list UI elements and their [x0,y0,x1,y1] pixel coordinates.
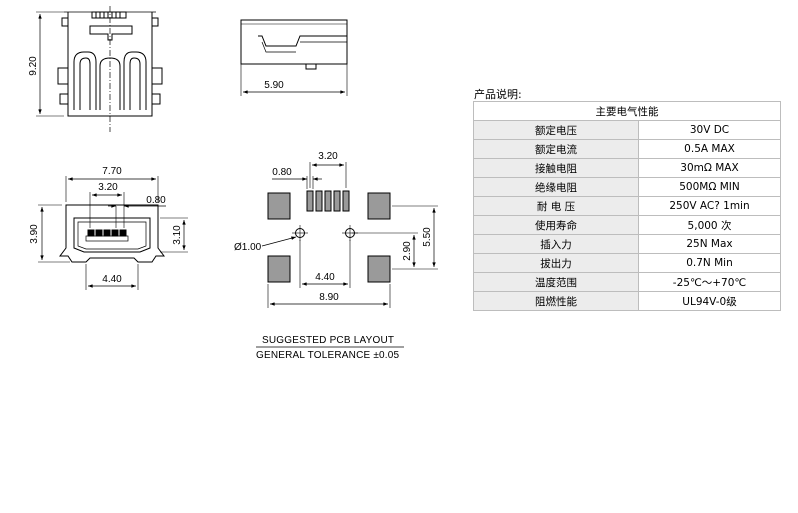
spec-value-cell: 5,000 次 [638,215,781,235]
pcb-pad-span-label: 8.90 [319,292,339,303]
pcb-hole-diameter-label: Ø1.00 [234,242,262,253]
spec-table-header-row: 主要电气性能 [473,101,781,121]
front-pin-pitch-label: 0.80 [146,195,166,206]
spec-row: 温度范围-25℃～+70℃ [473,272,781,292]
spec-title: 产品说明: [474,88,522,101]
front-foot-span-label: 4.40 [102,274,122,285]
front-view [38,176,188,290]
pcb-layout [261,162,438,308]
pcb-hole-span-label: 4.40 [315,272,335,283]
spec-value-cell: 30mΩ MAX [638,158,781,178]
front-pin-span-label: 3.20 [98,182,118,193]
spec-value-cell: 0.5A MAX [638,139,781,159]
spec-name-cell: 接触电阻 [473,158,639,178]
spec-value-cell: 500MΩ MIN [638,177,781,197]
side-view-width-label: 5.90 [264,80,284,91]
front-overall-width-label: 7.70 [102,166,122,177]
spec-name-cell: 拔出力 [473,253,639,273]
tolerance-note: GENERAL TOLERANCE ±0.05 [256,350,400,361]
spec-value-cell: -25℃～+70℃ [638,272,781,292]
spec-name-cell: 耐 电 压 [473,196,639,216]
pcb-layout-note: SUGGESTED PCB LAYOUT [262,335,394,346]
top-view [36,6,163,132]
spec-name-cell: 温度范围 [473,272,639,292]
pcb-row-gap-label: 2.90 [402,241,413,261]
spec-table-header: 主要电气性能 [473,101,781,121]
spec-name-cell: 插入力 [473,234,639,254]
spec-name-cell: 额定电压 [473,120,639,140]
spec-name-cell: 额定电流 [473,139,639,159]
front-opening-height-label: 3.10 [172,225,183,245]
front-body-height-label: 3.90 [29,224,40,244]
spec-value-cell: 25N Max [638,234,781,254]
pcb-row-span-label: 5.50 [422,227,433,247]
spec-name-cell: 绝缘电阻 [473,177,639,197]
spec-value-cell: 30V DC [638,120,781,140]
spec-value-cell: 0.7N Min [638,253,781,273]
spec-value-cell: UL94V-0级 [638,291,781,311]
top-view-height-label: 9.20 [28,56,39,76]
spec-name-cell: 使用寿命 [473,215,639,235]
pcb-pin-span-label: 3.20 [318,151,338,162]
side-view [240,19,348,96]
spec-value-cell: 250V AC? 1min [638,196,781,216]
pcb-pad-width-label: 0.80 [272,167,292,178]
spec-name-cell: 阻燃性能 [473,291,639,311]
